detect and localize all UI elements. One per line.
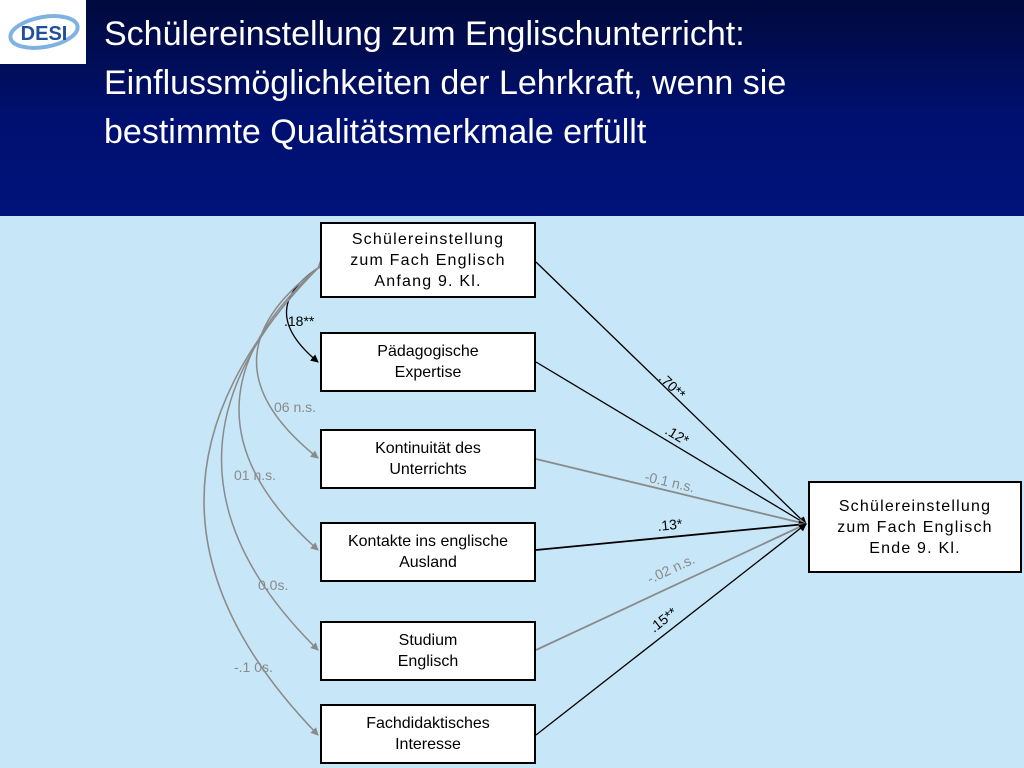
path-diagram: .18** 06 n.s. 01 n.s. 0.0s. -.1 0s. .70*… <box>0 216 1024 768</box>
corr-label-kont: 06 n.s. <box>274 399 316 415</box>
corr-arrow-ausl <box>238 260 326 551</box>
node-line: Expertise <box>394 364 462 381</box>
path-label-paed: .12* <box>662 422 692 449</box>
node-paedagogische-expertise: Pädagogische Expertise <box>320 332 536 392</box>
node-line: Schülereinstellung <box>838 497 992 515</box>
logo-text: DESI <box>21 23 68 45</box>
title-line: Schülereinstellung zum Englischunterrich… <box>104 15 745 53</box>
corr-label-fach: -.1 0s. <box>234 659 273 675</box>
path-arrow-fach <box>535 523 807 736</box>
node-line: zum Fach Englisch <box>837 518 993 536</box>
node-start-attitude: Schülereinstellung zum Fach Englisch Anf… <box>320 222 536 298</box>
node-line: Fachdidaktisches <box>366 715 490 732</box>
node-line: Interesse <box>395 736 461 753</box>
node-line: Ausland <box>399 554 457 571</box>
node-fachdidaktisches-interesse: Fachdidaktisches Interesse <box>320 704 536 764</box>
node-line: Kontakte ins englische <box>347 533 509 550</box>
node-line: Studium <box>398 632 458 649</box>
slide-title: Schülereinstellung zum Englischunterrich… <box>104 10 1004 157</box>
desi-logo-icon: DESI <box>8 14 80 50</box>
node-kontakte-ausland: Kontakte ins englische Ausland <box>320 522 536 582</box>
desi-logo: DESI <box>0 0 86 64</box>
title-line: bestimmte Qualitätsmerkmale erfüllt <box>104 113 647 151</box>
node-line: Englisch <box>397 653 459 670</box>
path-label-ausl: .13* <box>657 515 684 534</box>
node-line: Unterrichts <box>389 461 467 478</box>
node-end-attitude: Schülereinstellung zum Fach Englisch End… <box>808 481 1022 573</box>
node-line: Kontinuität des <box>375 440 481 457</box>
path-arrow-ausl <box>535 520 807 551</box>
node-line: Schülereinstellung <box>351 230 505 248</box>
path-label-fach: .15** <box>646 604 680 636</box>
corr-label-paed: .18** <box>284 313 315 329</box>
node-line: Pädagogische <box>377 343 479 360</box>
path-label-start: .70** <box>656 370 689 403</box>
corr-arrow-kont <box>255 260 327 459</box>
path-arrow-paed <box>535 361 807 525</box>
corr-label-ausl: 01 n.s. <box>234 467 276 483</box>
path-arrow-kont <box>535 458 807 527</box>
node-line: Anfang 9. Kl. <box>374 272 482 290</box>
node-studium-englisch: Studium Englisch <box>320 621 536 681</box>
title-line: Einflussmöglichkeiten der Lehrkraft, wen… <box>104 64 787 102</box>
node-line: Ende 9. Kl. <box>869 539 961 557</box>
path-arrow-start <box>535 261 807 525</box>
slide-header: DESI Schülereinstellung zum Englischunte… <box>0 0 1024 216</box>
path-arrow-stud <box>535 523 807 651</box>
node-kontinuitaet: Kontinuität des Unterrichts <box>320 429 536 489</box>
diagram-arrows: .18** 06 n.s. 01 n.s. 0.0s. -.1 0s. .70*… <box>203 260 807 736</box>
corr-arrow-fach <box>203 260 326 736</box>
node-line: zum Fach Englisch <box>350 251 506 269</box>
corr-label-stud: 0.0s. <box>258 577 288 593</box>
path-label-stud: -.02 n.s. <box>645 551 698 587</box>
